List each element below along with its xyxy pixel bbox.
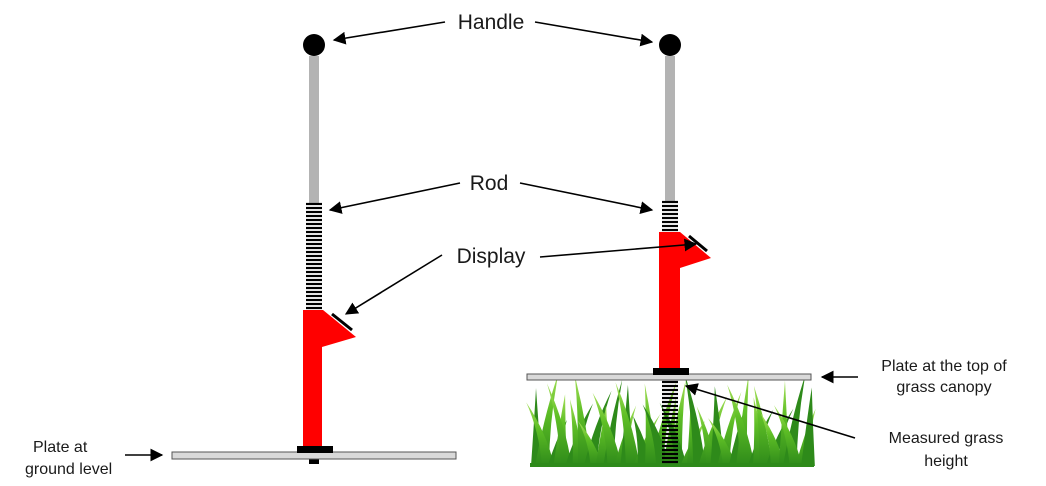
label-plate-top-1: Plate at the top of — [881, 358, 1007, 375]
right-spring-bottom — [662, 380, 678, 464]
grass-blade — [526, 402, 555, 466]
right-spring-top — [662, 200, 678, 232]
arrow-display-left — [344, 254, 443, 315]
right-display-screen — [688, 234, 708, 253]
left-plate-collar — [297, 446, 333, 453]
arrow-handle-left — [332, 21, 446, 45]
grass-blade — [615, 382, 640, 466]
arrow-display-right — [539, 238, 698, 258]
left-display-screen — [331, 312, 353, 332]
left-spring — [306, 202, 322, 310]
right-rod — [665, 56, 675, 202]
label-handle: Handle — [458, 11, 525, 34]
left-display-body — [303, 310, 356, 448]
grass-blade — [696, 406, 717, 466]
grass-blade — [801, 387, 815, 466]
grass-blade — [753, 385, 773, 466]
left-meter — [171, 34, 457, 464]
right-display-body — [659, 232, 711, 370]
label-plate-top-2: grass canopy — [896, 379, 991, 396]
right-plate-collar — [653, 368, 689, 375]
callout-arrows — [125, 21, 858, 462]
label-rod: Rod — [470, 172, 509, 195]
grass-base — [530, 463, 814, 467]
label-display: Display — [457, 245, 526, 268]
grass-blade — [592, 392, 622, 466]
arrow-measured-height — [684, 383, 856, 439]
label-plate-ground-1: Plate at — [33, 439, 88, 456]
arrow-handle-right — [534, 21, 654, 47]
grass-blade — [760, 413, 785, 466]
grass-blade — [546, 383, 572, 466]
grass-blade — [668, 380, 686, 466]
label-plate-ground-2: ground level — [25, 461, 112, 478]
label-measured-2: height — [924, 453, 968, 470]
left-handle — [303, 34, 325, 56]
grass-blade — [727, 384, 755, 466]
grass-blade — [577, 420, 603, 466]
right-handle — [659, 34, 681, 56]
label-measured-1: Measured grass — [889, 430, 1004, 447]
grass-blade — [707, 417, 736, 466]
arrow-rod-right — [519, 182, 654, 214]
left-rod — [309, 56, 319, 204]
arrow-rod-left — [328, 182, 461, 214]
left-plate — [171, 451, 457, 460]
grass-blade — [684, 373, 706, 466]
grass-blade — [773, 405, 803, 466]
right-meter — [526, 34, 816, 467]
